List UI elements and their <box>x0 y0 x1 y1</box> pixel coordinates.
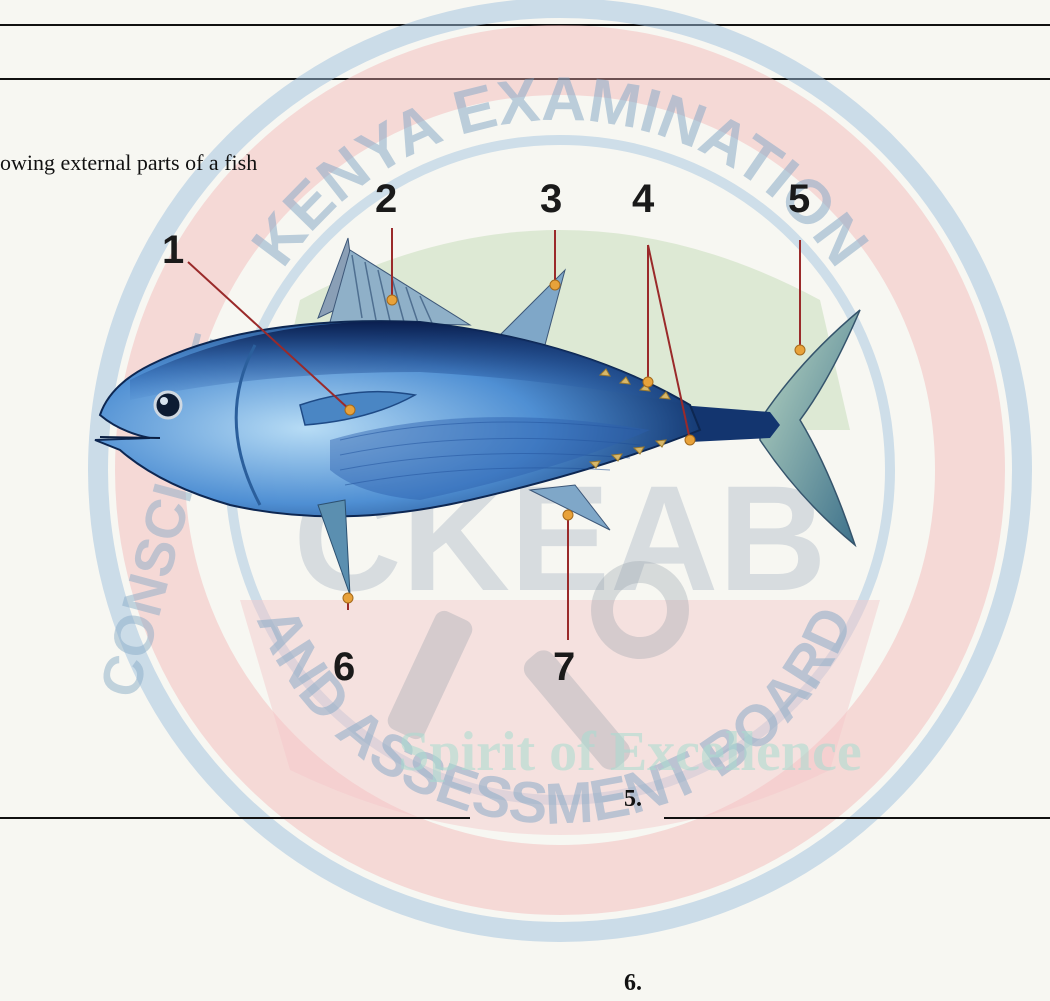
answer-line-5 <box>664 817 1050 819</box>
answer-number-5: 5. <box>624 786 642 813</box>
callout-5: 5 <box>788 177 810 221</box>
question-stem: owing external parts of a fish <box>0 150 257 176</box>
callout-7: 7 <box>553 645 575 689</box>
callout-3: 3 <box>540 177 562 221</box>
callout-1: 1 <box>162 228 184 272</box>
answer-line-left <box>0 817 470 819</box>
callout-6: 6 <box>333 645 355 689</box>
callout-2: 2 <box>375 177 397 221</box>
answer-number-6: 6. <box>624 970 642 997</box>
callout-4: 4 <box>632 177 655 221</box>
svg-text:Spirit of Excellence: Spirit of Excellence <box>398 721 861 783</box>
